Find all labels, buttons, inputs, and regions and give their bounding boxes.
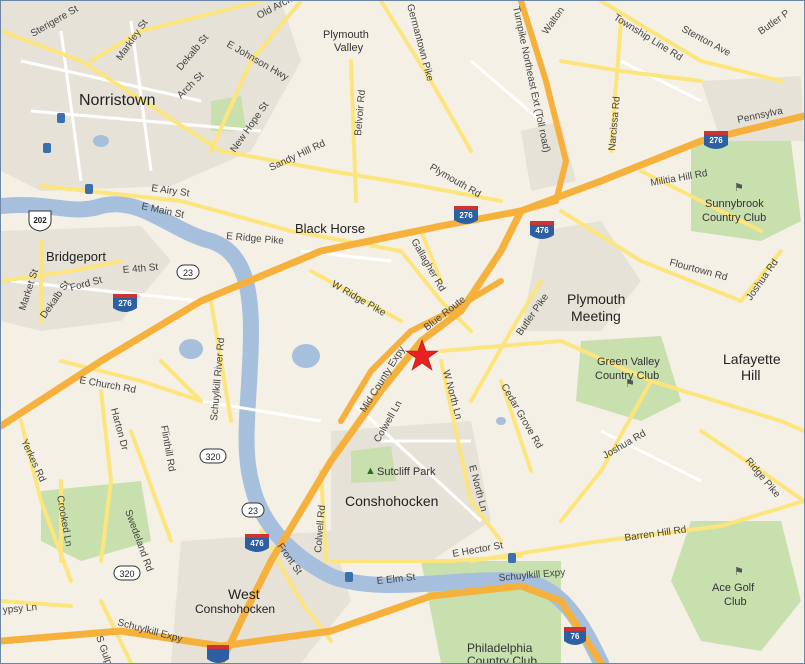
label-sunnybrook-1: Sunnybrook <box>705 198 764 210</box>
label-plymouth-valley-2: Valley <box>334 42 364 54</box>
label-e-ridge: E Ridge Pike <box>226 231 285 247</box>
label-green-valley-2: Country Club <box>595 370 659 382</box>
label-black-horse: Black Horse <box>295 221 365 236</box>
mid-county-line <box>338 278 504 424</box>
poi-labels: Sunnybrook Country Club Green Valley Cou… <box>377 198 766 663</box>
label-conshohocken: Conshohocken <box>345 493 438 509</box>
i476-shield-a: 476 <box>530 221 554 239</box>
schuylkill-expy-line <box>1 582 605 663</box>
label-plymouth-meeting-1: Plymouth <box>567 291 625 307</box>
label-bridgeport: Bridgeport <box>46 249 106 264</box>
pa23-shield-a-label: 23 <box>183 268 193 278</box>
sutcliff-park-area <box>351 446 396 483</box>
label-west-conshohocken-2: Conshohocken <box>195 602 275 616</box>
transit-icon <box>345 572 353 582</box>
i76-shield: 76 <box>564 627 586 645</box>
pa320-shield-b-label: 320 <box>119 569 134 579</box>
label-west-conshohocken-1: West <box>228 586 260 602</box>
i76-shield-label: 76 <box>571 632 580 641</box>
label-e-4th: E 4th St <box>122 262 159 276</box>
i276-shield-c: 276 <box>704 131 728 149</box>
label-gypsy: ypsy Ln <box>2 602 37 616</box>
label-belvoir: Belvoir Rd <box>353 89 368 136</box>
us202-shield: 202 <box>28 210 52 232</box>
sunnybrook-park-area <box>691 141 801 241</box>
place-labels: Norristown Plymouth Valley Black Horse B… <box>46 29 781 616</box>
label-norristown: Norristown <box>79 92 155 109</box>
label-sutcliff-park: Sutcliff Park <box>377 466 436 478</box>
i276-line <box>1 112 804 430</box>
label-e-elm: E Elm St <box>376 572 416 587</box>
pa23-shield-b: 23 <box>241 502 265 518</box>
route-shields: 276 276 276 476 476 76 202 23 23 320 320 <box>28 131 728 663</box>
pa320-shield-a-label: 320 <box>205 452 220 462</box>
label-philadelphia-cc-2: Country Club <box>467 654 537 663</box>
pa320-shield-b: 320 <box>113 565 141 581</box>
i76-shield-b <box>207 645 229 663</box>
i476-line <box>217 207 525 663</box>
label-plymouth-meeting-2: Meeting <box>571 308 621 324</box>
ace-golf-park-area <box>671 521 801 651</box>
us202-shield-label: 202 <box>33 216 47 225</box>
label-ace-golf-2: Club <box>724 596 747 608</box>
i276-shield-c-label: 276 <box>709 136 723 145</box>
label-plymouth-valley-1: Plymouth <box>323 29 369 41</box>
transit-icon <box>43 143 51 153</box>
park-tree-icon: ▲ <box>365 465 376 477</box>
label-lafayette-hill-1: Lafayette <box>723 351 781 367</box>
label-lafayette-hill-2: Hill <box>741 367 760 383</box>
golf-flag-icon: ⚑ <box>734 182 744 194</box>
turnpike-ne-line <box>518 1 569 214</box>
golf-flag-icon: ⚑ <box>625 378 635 390</box>
i276-shield-a: 276 <box>113 294 137 312</box>
label-narcissa: Narcissa Rd <box>607 96 623 151</box>
poi-icons <box>43 113 516 582</box>
i476-shield-b: 476 <box>245 534 269 552</box>
ponds <box>93 135 506 425</box>
pa23-shield-b-label: 23 <box>248 506 258 516</box>
pa23-shield-a: 23 <box>176 264 200 280</box>
i276-shield-a-label: 276 <box>118 299 132 308</box>
transit-icon <box>57 113 65 123</box>
golf-flag-icon: ⚑ <box>734 566 744 578</box>
golf-icons: ⚑ ⚑ ⚑ ▲ <box>365 182 744 578</box>
label-green-valley-1: Green Valley <box>597 356 660 368</box>
i476-shield-a-label: 476 <box>535 226 549 235</box>
i276-shield-b-label: 276 <box>459 211 473 220</box>
pa320-shield-a: 320 <box>199 448 227 464</box>
label-sunnybrook-2: Country Club <box>702 212 766 224</box>
i276-shield-b: 276 <box>454 206 478 224</box>
transit-icon <box>85 184 93 194</box>
transit-icon <box>508 553 516 563</box>
location-marker[interactable] <box>405 339 439 371</box>
label-philadelphia-cc-1: Philadelphia <box>467 641 533 655</box>
local-roads <box>10 20 702 523</box>
label-ace-golf-1: Ace Golf <box>712 582 755 594</box>
schuylkill-river <box>1 196 609 663</box>
i476-shield-b-label: 476 <box>250 539 264 548</box>
red-star-icon <box>405 339 439 371</box>
label-colwell-2: Colwell Rd <box>313 505 328 554</box>
label-e-airy: E Airy St <box>151 183 191 199</box>
